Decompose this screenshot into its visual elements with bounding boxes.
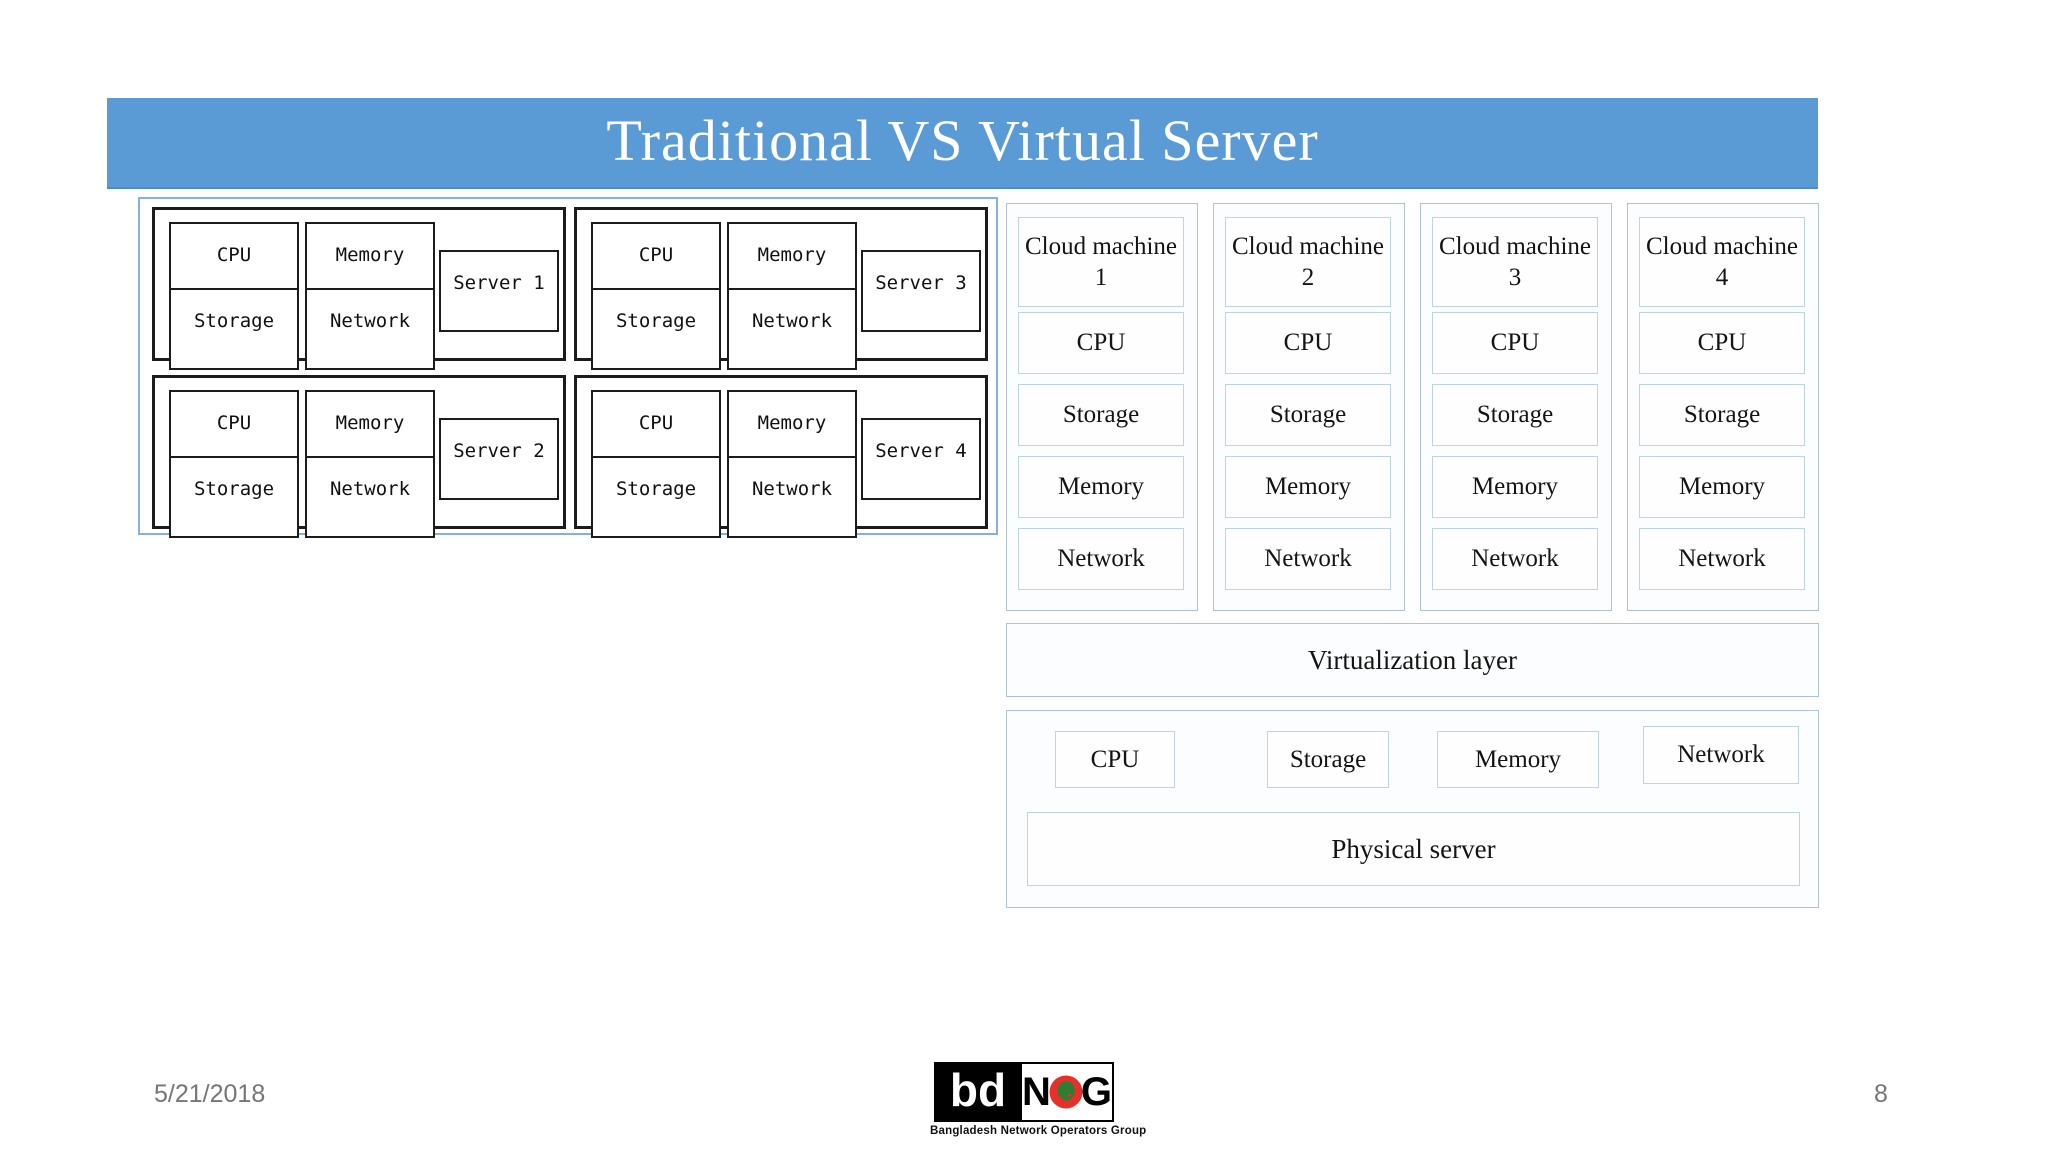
storage-box: Storage [1432, 384, 1598, 446]
page-number: 8 [1874, 1080, 1888, 1108]
cloud-machine-column-4: Cloud machine 4 CPU Storage Memory Netwo… [1627, 203, 1819, 611]
cpu-box: CPU [1432, 312, 1598, 374]
network-box: Network [727, 456, 857, 538]
logo-tagline: Bangladesh Network Operators Group [930, 1125, 1147, 1137]
cloud-machine-name-box: Cloud machine 2 [1225, 217, 1391, 307]
cloud-machine-name-box: Cloud machine 3 [1432, 217, 1598, 307]
network-box: Network [1018, 528, 1184, 590]
cpu-box: CPU [1225, 312, 1391, 374]
network-box: Network [305, 288, 435, 370]
bdnog-logo-mark: bd N G [934, 1062, 1116, 1122]
cloud-machine-name-box: Cloud machine 1 [1018, 217, 1184, 307]
cloud-machine-column-2: Cloud machine 2 CPU Storage Memory Netwo… [1213, 203, 1405, 611]
slide-date: 5/21/2018 [154, 1080, 266, 1108]
server-unit-4: CPU Memory Storage Network Server 4 [574, 375, 988, 538]
network-box: Network [1225, 528, 1391, 590]
traditional-servers-section: CPU Memory Storage Network Server 1 CPU … [138, 197, 998, 538]
logo-nog-box: N G [1022, 1062, 1114, 1122]
network-box: Network [1643, 726, 1799, 784]
logo-letter-g: G [1080, 1070, 1113, 1114]
slide-title-banner: Traditional VS Virtual Server [107, 98, 1818, 189]
logo-letter-n: N [1022, 1070, 1051, 1114]
server-name-box: Server 4 [861, 418, 981, 500]
network-box: Network [305, 456, 435, 538]
bangladesh-map-icon [1049, 1075, 1083, 1109]
server-unit-3: CPU Memory Storage Network Server 3 [574, 207, 988, 370]
server-name-box: Server 3 [861, 250, 981, 332]
storage-box: Storage [591, 456, 721, 538]
storage-box: Storage [169, 288, 299, 370]
server-unit-1: CPU Memory Storage Network Server 1 [152, 207, 566, 370]
storage-box: Storage [1267, 731, 1389, 788]
storage-box: Storage [1018, 384, 1184, 446]
physical-server-section: CPU Storage Memory Network Physical serv… [1006, 710, 1819, 908]
memory-box: Memory [1437, 731, 1599, 788]
cloud-machine-column-3: Cloud machine 3 CPU Storage Memory Netwo… [1420, 203, 1612, 611]
memory-box: Memory [1432, 456, 1598, 518]
storage-box: Storage [169, 456, 299, 538]
memory-box: Memory [1225, 456, 1391, 518]
network-box: Network [1639, 528, 1805, 590]
storage-box: Storage [1639, 384, 1805, 446]
server-unit-2: CPU Memory Storage Network Server 2 [152, 375, 566, 538]
storage-box: Storage [1225, 384, 1391, 446]
memory-box: Memory [1018, 456, 1184, 518]
storage-box: Storage [591, 288, 721, 370]
network-box: Network [1432, 528, 1598, 590]
cloud-machine-column-1: Cloud machine 1 CPU Storage Memory Netwo… [1006, 203, 1198, 611]
cpu-box: CPU [1639, 312, 1805, 374]
cpu-box: CPU [1018, 312, 1184, 374]
cpu-box: CPU [1055, 731, 1175, 788]
page-title: Traditional VS Virtual Server [606, 107, 1319, 173]
server-name-box: Server 1 [439, 250, 559, 332]
physical-server-box: Physical server [1027, 812, 1800, 886]
server-name-box: Server 2 [439, 418, 559, 500]
network-box: Network [727, 288, 857, 370]
logo-bd-box: bd [934, 1062, 1022, 1122]
bdnog-logo: bd N G Bangladesh Network Operators Grou… [930, 1062, 1147, 1137]
virtualization-layer-box: Virtualization layer [1006, 623, 1819, 697]
memory-box: Memory [1639, 456, 1805, 518]
cloud-machine-name-box: Cloud machine 4 [1639, 217, 1805, 307]
